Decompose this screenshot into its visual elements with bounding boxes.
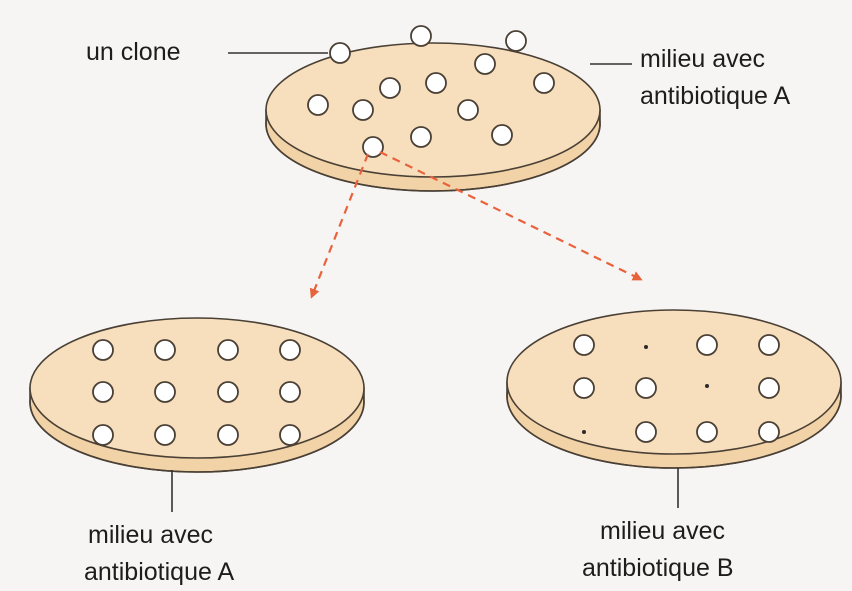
left-medium-label-line1: milieu avec <box>88 520 213 550</box>
top-medium-label-line1: milieu avec <box>640 44 765 74</box>
colony <box>697 422 717 442</box>
colony <box>155 425 175 445</box>
colony <box>492 125 512 145</box>
colony <box>308 95 328 115</box>
colony <box>759 422 779 442</box>
missing-colony-dot <box>582 430 586 434</box>
colony <box>280 382 300 402</box>
left-dish-surface <box>30 318 364 458</box>
colony <box>280 340 300 360</box>
missing-colony-dot <box>644 345 648 349</box>
colony <box>636 378 656 398</box>
colony <box>636 422 656 442</box>
colony <box>380 78 400 98</box>
colony <box>697 335 717 355</box>
left-medium-label-line2: antibiotique A <box>84 557 234 587</box>
colony <box>353 100 373 120</box>
colony <box>458 100 478 120</box>
colony <box>93 425 113 445</box>
left-petri-dish <box>30 318 364 472</box>
right-petri-dish <box>507 310 841 468</box>
colony <box>93 340 113 360</box>
top-petri-dish <box>266 26 600 191</box>
colony <box>475 54 495 74</box>
colony <box>506 31 526 51</box>
colony <box>218 340 238 360</box>
colony <box>218 382 238 402</box>
right-dish-surface <box>507 310 841 454</box>
colony <box>574 335 594 355</box>
colony <box>411 127 431 147</box>
colony <box>534 73 554 93</box>
colony <box>93 382 113 402</box>
top-medium-label-line2: antibiotique A <box>640 81 790 111</box>
missing-colony-dot <box>705 384 709 388</box>
right-medium-label-line1: milieu avec <box>600 516 725 546</box>
right-medium-label-line2: antibiotique B <box>582 553 734 583</box>
colony <box>759 335 779 355</box>
colony <box>426 73 446 93</box>
colony <box>759 378 779 398</box>
colony <box>218 425 238 445</box>
colony <box>411 26 431 46</box>
clone-label: un clone <box>86 37 181 67</box>
colony <box>330 43 350 63</box>
colony <box>280 425 300 445</box>
colony <box>363 137 383 157</box>
colony <box>155 340 175 360</box>
colony <box>155 382 175 402</box>
colony <box>574 378 594 398</box>
